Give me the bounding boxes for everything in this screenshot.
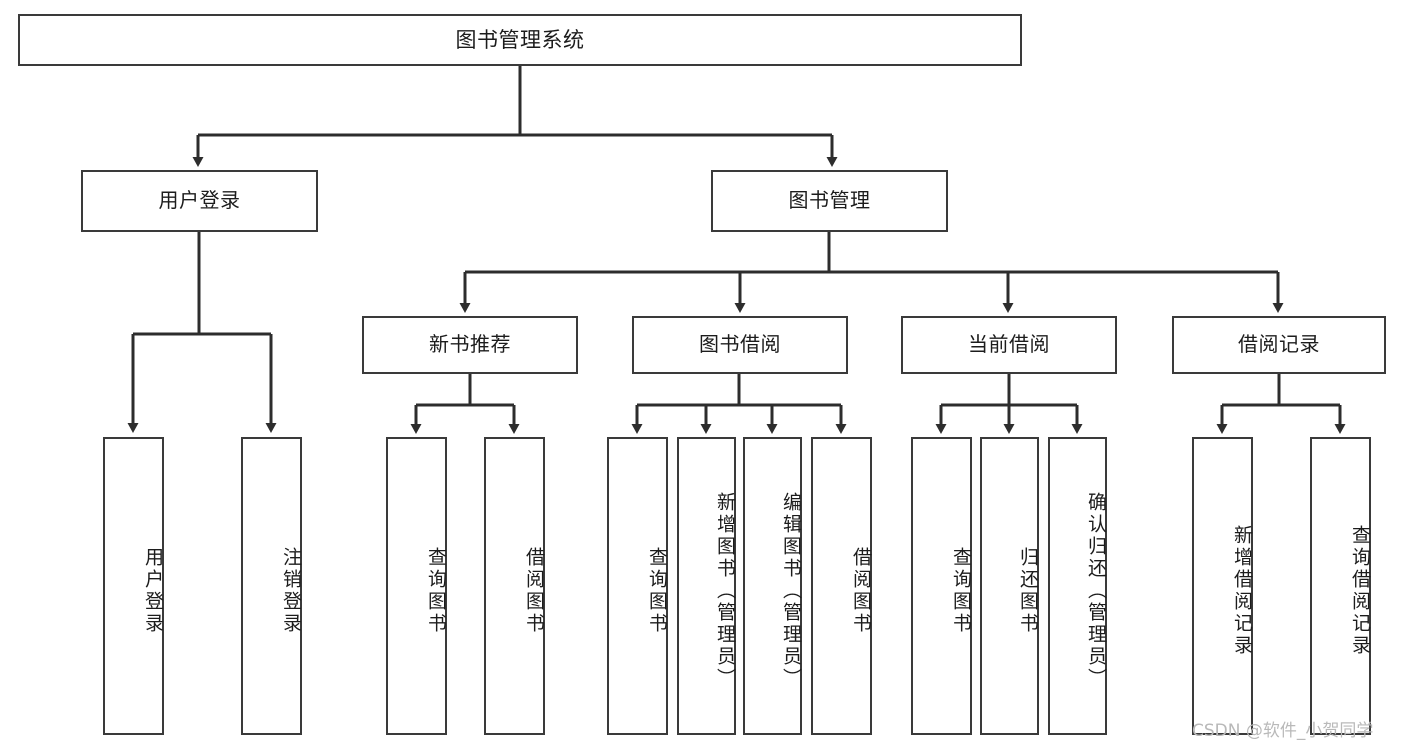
node-book-borrow[interactable]: 图书借阅 <box>632 316 848 374</box>
leaf-borrow-edit-book-admin[interactable]: 编辑图书（管理员） <box>743 437 802 735</box>
node-label: 归还图书 <box>1017 547 1039 635</box>
node-label: 用户登录 <box>142 547 164 635</box>
node-label: 用户登录 <box>158 188 241 213</box>
node-label: 图书借阅 <box>699 332 781 357</box>
leaf-record-add-record[interactable]: 新增借阅记录 <box>1192 437 1253 735</box>
node-root-system[interactable]: 图书管理系统 <box>18 14 1022 66</box>
leaf-borrow-add-book-admin[interactable]: 新增图书（管理员） <box>677 437 736 735</box>
node-label: 查询借阅记录 <box>1349 525 1371 657</box>
node-label: 图书管理 <box>788 188 871 213</box>
node-label: 借阅记录 <box>1238 332 1320 357</box>
leaf-user-logout[interactable]: 注销登录 <box>241 437 302 735</box>
leaf-current-return-book[interactable]: 归还图书 <box>980 437 1039 735</box>
node-label: 确认归还（管理员） <box>1085 492 1107 690</box>
node-book-management[interactable]: 图书管理 <box>711 170 948 232</box>
node-label: 编辑图书（管理员） <box>780 492 802 690</box>
node-label: 查询图书 <box>425 547 447 635</box>
leaf-current-confirm-return-admin[interactable]: 确认归还（管理员） <box>1048 437 1107 735</box>
node-label: 图书管理系统 <box>455 27 585 52</box>
leaf-recommend-borrow-book[interactable]: 借阅图书 <box>484 437 545 735</box>
leaf-borrow-borrow-book[interactable]: 借阅图书 <box>811 437 872 735</box>
node-label: 新增图书（管理员） <box>714 492 736 690</box>
leaf-current-query-book[interactable]: 查询图书 <box>911 437 972 735</box>
node-label: 借阅图书 <box>850 547 872 635</box>
node-user-login[interactable]: 用户登录 <box>81 170 318 232</box>
node-label: 新书推荐 <box>429 332 511 357</box>
node-new-book-recommend[interactable]: 新书推荐 <box>362 316 578 374</box>
leaf-user-login[interactable]: 用户登录 <box>103 437 164 735</box>
node-label: 注销登录 <box>280 547 302 635</box>
leaf-recommend-query-book[interactable]: 查询图书 <box>386 437 447 735</box>
watermark-csdn: CSDN @软件_小贺同学 <box>1192 721 1374 741</box>
node-label: 当前借阅 <box>968 332 1050 357</box>
node-label: 查询图书 <box>646 547 668 635</box>
node-borrow-record[interactable]: 借阅记录 <box>1172 316 1386 374</box>
leaf-record-query-record[interactable]: 查询借阅记录 <box>1310 437 1371 735</box>
node-current-borrow[interactable]: 当前借阅 <box>901 316 1117 374</box>
node-label: 新增借阅记录 <box>1231 525 1253 657</box>
leaf-borrow-query-book[interactable]: 查询图书 <box>607 437 668 735</box>
node-label: 查询图书 <box>950 547 972 635</box>
node-label: 借阅图书 <box>523 547 545 635</box>
